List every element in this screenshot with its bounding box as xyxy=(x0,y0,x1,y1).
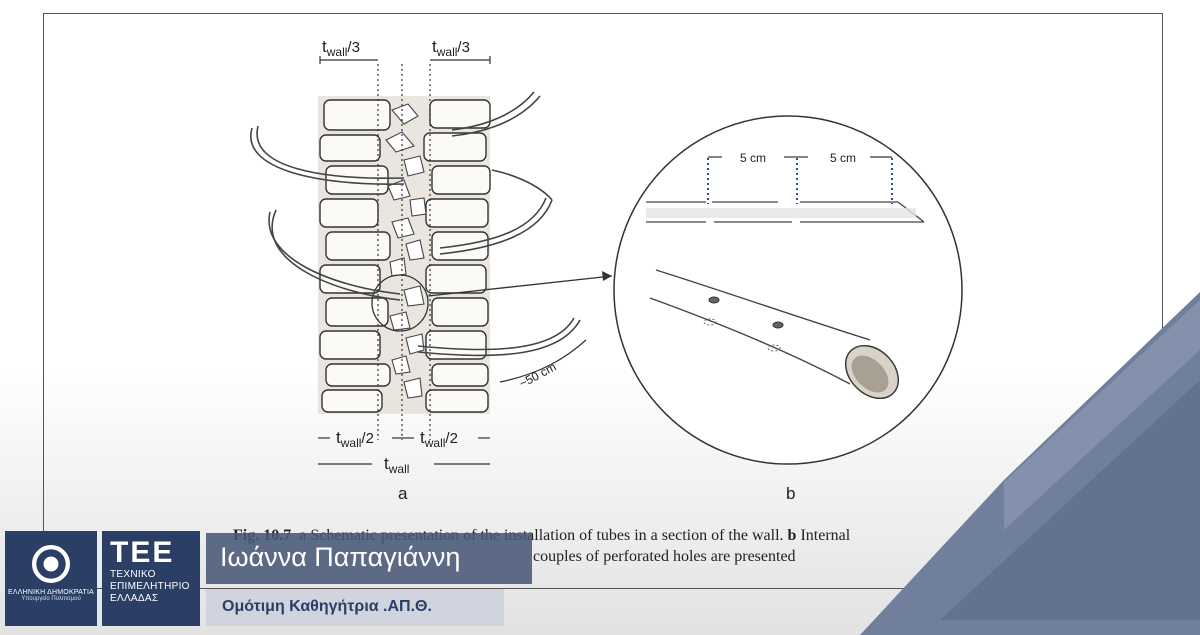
spacing-5cm-second: 5 cm xyxy=(830,151,856,165)
twall-third-right: twall/3 xyxy=(432,37,470,59)
speaker-title: Ομότιμη Καθηγήτρια .ΑΠ.Θ. xyxy=(206,589,504,626)
top-dimensions xyxy=(319,56,491,64)
state-logo-line1: ΕΛΛΗΝΙΚΗ ΔΗΜΟΚΡΑΤΙΑ xyxy=(7,589,95,596)
spacing-50cm-label: ~50 cm xyxy=(517,360,559,391)
caption-line-2: couples of perforated holes are presente… xyxy=(533,548,796,565)
state-logo-line2: Υπουργείο Πολιτισμού xyxy=(21,596,81,602)
tee-logo-line3: ΕΛΛΑΔΑΣ xyxy=(110,593,159,604)
tee-logo-mark: ΤΕΕ xyxy=(110,536,175,569)
tee-logo-line1: ΤΕΧΝΙΚΟ xyxy=(110,569,156,580)
panel-a-label: a xyxy=(398,484,408,503)
state-emblem-icon xyxy=(32,545,70,583)
panel-b-label: b xyxy=(786,484,795,503)
tee-logo-line2: ΕΠΙΜΕΛΗΤΗΡΙΟ xyxy=(110,581,190,592)
twall-third-left: twall/3 xyxy=(322,37,360,59)
wall-section xyxy=(318,64,613,440)
speaker-name: Ιωάννα Παπαγιάννη xyxy=(206,533,532,584)
twall-half-right: twall/2 xyxy=(420,428,458,450)
tubes xyxy=(250,91,581,357)
hellenic-republic-logo: ΕΛΛΗΝΙΚΗ ΔΗΜΟΚΡΑΤΙΑ Υπουργείο Πολιτισμού xyxy=(5,531,97,626)
magnified-tube xyxy=(613,115,963,465)
bottom-dimensions xyxy=(318,437,490,465)
tee-logo: ΤΕΕ ΤΕΧΝΙΚΟ ΕΠΙΜΕΛΗΤΗΡΙΟ ΕΛΛΑΔΑΣ xyxy=(102,531,200,626)
spacing-5cm-first: 5 cm xyxy=(740,151,766,165)
twall-full: twall xyxy=(384,454,409,476)
twall-half-left: twall/2 xyxy=(336,428,374,450)
